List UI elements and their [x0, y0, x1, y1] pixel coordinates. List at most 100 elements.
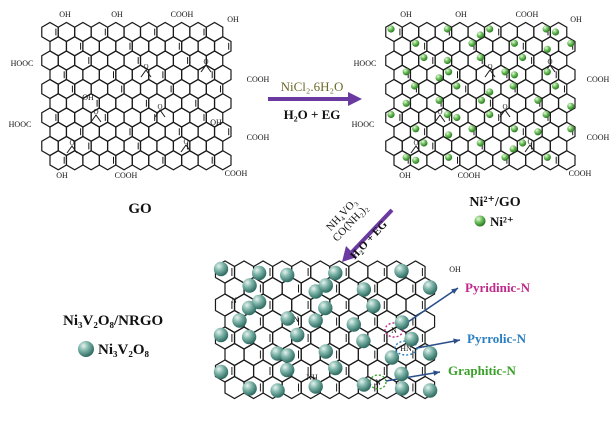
hex-ring [224, 375, 245, 400]
ni-ion-dot [486, 88, 494, 96]
epoxide [140, 69, 152, 78]
hydroxyl-label: OH [111, 10, 123, 19]
ni-ion-dot [501, 68, 509, 76]
hex-ring [475, 150, 494, 171]
epoxide-o: O [413, 139, 418, 147]
ni-ion-dot [387, 25, 395, 33]
epoxide-o: O [203, 58, 208, 66]
graphitic-n-symbol: N [375, 378, 381, 387]
ni3v2o8-particle [394, 263, 409, 279]
ni3v2o8-particle [308, 313, 323, 328]
carboxyl-label: COOH [587, 75, 610, 84]
hex-ring [115, 150, 133, 171]
epoxide-o: O [93, 108, 98, 116]
hex-ring [525, 150, 543, 171]
hydroxyl-label: OH [399, 171, 411, 180]
ni-ion-dot [412, 125, 420, 133]
ni-ion-dot [542, 110, 550, 119]
ni-ion-dot [534, 128, 542, 136]
ni-ion-dot [543, 68, 551, 76]
ni3v2o8-particle [280, 267, 295, 283]
ni-ion-dot [510, 125, 518, 133]
ni3v2o8-particle [346, 317, 361, 332]
ni3v2o8-particle [328, 360, 343, 376]
hex-ring [459, 150, 477, 171]
ni-ion-dot [443, 110, 451, 119]
carboxyl-label: COOH [115, 171, 138, 180]
ni-ion-dot [476, 53, 484, 62]
graphitic-n-label: Graphitic-N [448, 363, 516, 378]
nitrogen-label: N [231, 296, 237, 305]
pyridinic-n-site [384, 322, 404, 338]
ni3v2o8-particle [384, 350, 400, 365]
n-pointer-head [453, 338, 460, 344]
pyridinic-n-symbol: N [391, 326, 397, 335]
ni-ion-dot [412, 39, 420, 47]
epoxide-o: O [183, 138, 188, 146]
ni3v2o8-particle [308, 379, 323, 394]
epoxide [66, 145, 78, 154]
n-pointer-head [451, 288, 458, 294]
n-pointer-arrow [401, 287, 459, 327]
ni-ion-dot [443, 56, 451, 65]
ni3v2o8-particle [251, 294, 267, 310]
epoxide-o: O [69, 139, 74, 147]
ni-ion-dot [510, 39, 518, 47]
carboxyl-label: HOOC [352, 120, 375, 129]
ni3v2o8-particle [394, 366, 409, 382]
ni-go-label: Ni²⁺/GO [469, 195, 520, 210]
ni-ion-dot [567, 39, 575, 47]
hex-ring [213, 150, 232, 171]
step1-reagent: NiCl₂.6H₂O [281, 79, 344, 94]
step1-arrow [268, 92, 362, 106]
ni-ion-dot [477, 96, 486, 104]
pyrrolic-n-symbol: HN [400, 344, 412, 353]
ni3v2o8-particle [290, 327, 305, 343]
ni-ion-dot [420, 53, 428, 62]
ni3v2o8-particle [422, 383, 438, 398]
ni3v2o8-particle [394, 315, 410, 330]
epoxide [154, 109, 166, 118]
ni-ion-dot [453, 113, 461, 122]
n-pointer-arrow [385, 371, 441, 382]
ni-ion-dot [476, 139, 484, 147]
epoxide-o: O [502, 103, 507, 111]
ni3v2o8-particle [213, 327, 229, 343]
ni-ion-dot [567, 125, 575, 133]
ni3v2o8-particle [280, 311, 295, 326]
ni-ion-dot [402, 68, 410, 76]
n-pointer-head [433, 370, 440, 376]
ni-ion-dot [420, 139, 428, 147]
ni3v2o8-particle [328, 265, 343, 281]
ni-ion-dot [567, 102, 575, 110]
epoxide [524, 144, 536, 153]
epoxide-o: O [143, 63, 148, 71]
ni3v2o8-particle [356, 282, 372, 297]
ni3v2o8-particle [232, 313, 247, 328]
epoxide-o: O [437, 108, 442, 116]
carboxyl-label: COOH [569, 169, 592, 178]
ni3v2o8-particle [366, 298, 381, 314]
carboxyl-label: COOH [247, 133, 270, 142]
epoxide-o: O [157, 103, 162, 111]
ni-ion-dot [445, 131, 453, 139]
epoxide [499, 109, 511, 118]
ni-ion-dot [435, 74, 443, 82]
ni3v2o8-particle [251, 265, 267, 281]
ni3v2o8-particle [422, 346, 438, 361]
hydroxyl-label: OH [400, 10, 412, 19]
ni3v2o8-particle [318, 344, 333, 359]
carboxyl-label: COOH [247, 75, 270, 84]
pyridinic-n-label: Pyridinic-N [465, 280, 531, 295]
ni-ion-dot [468, 125, 476, 133]
hex-ring [82, 150, 100, 171]
hydroxyl-label: OH [82, 93, 94, 102]
ni-ion-dot [468, 39, 476, 47]
epoxide [90, 114, 102, 123]
go-label: GO [128, 201, 151, 217]
hex-ring [164, 150, 183, 171]
